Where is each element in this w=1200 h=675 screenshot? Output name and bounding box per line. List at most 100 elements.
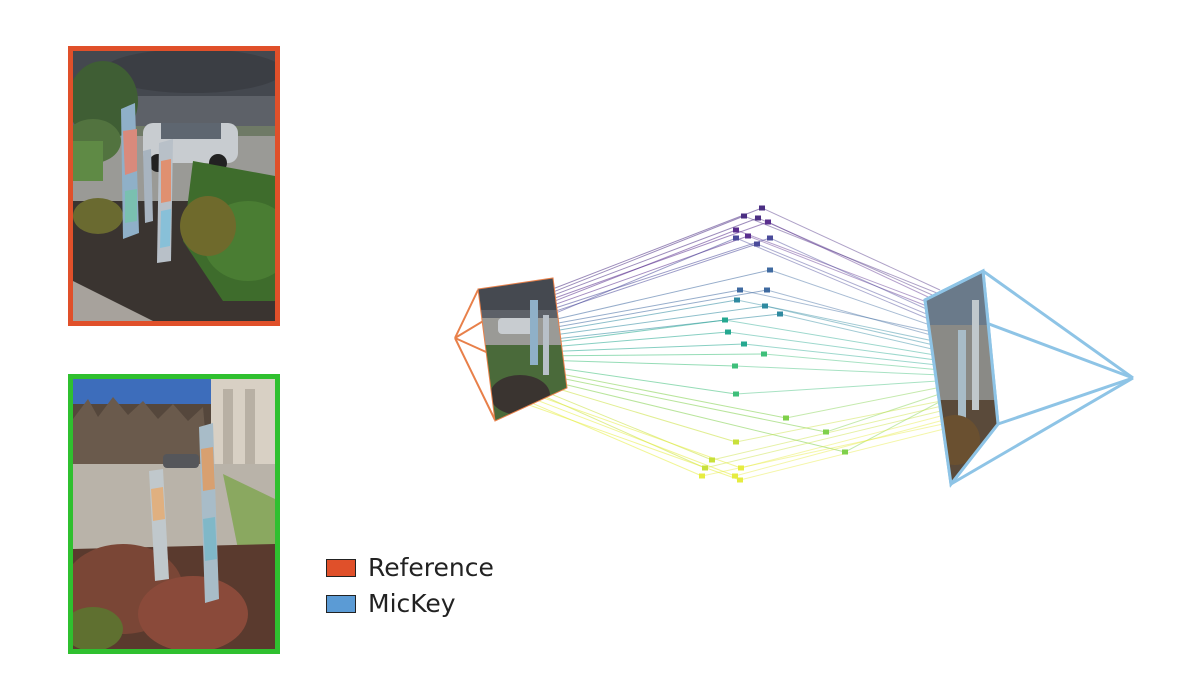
correspondence-line [757, 217, 942, 300]
correspondence-point [732, 363, 738, 369]
correspondence-point [725, 329, 731, 335]
correspondence-point [823, 429, 829, 435]
correspondence-line [532, 319, 726, 346]
correspondence-line [735, 379, 954, 395]
legend: Reference MicKey [326, 554, 494, 618]
correspondence-point [733, 235, 739, 241]
correspondence-line [766, 289, 948, 340]
correspondence-point [709, 457, 715, 463]
legend-item-mickey: MicKey [326, 590, 494, 618]
correspondence-line [769, 237, 945, 318]
correspondence-line [533, 313, 781, 342]
legend-swatch-reference [326, 559, 356, 577]
correspondence-line [761, 207, 941, 291]
correspondence-point [755, 215, 761, 221]
legend-label-mickey: MicKey [368, 589, 456, 618]
correspondence-point [734, 297, 740, 303]
correspondence-point [741, 341, 747, 347]
correspondence-point [745, 233, 751, 239]
correspondence-line [736, 299, 949, 345]
correspondence-line [548, 215, 745, 295]
correspondence-line [767, 221, 943, 304]
correspondence-line [735, 397, 957, 443]
correspondence-line [518, 388, 742, 469]
correspondence-points [699, 205, 848, 483]
correspondence-line [711, 402, 957, 461]
correspondence-line [735, 237, 946, 327]
correspondence-point [783, 415, 789, 421]
correspondence-point [738, 465, 744, 471]
correspondence-line [537, 289, 768, 331]
correspondence-point [764, 287, 770, 293]
correspondence-line [535, 299, 738, 335]
correspondence-line [540, 237, 737, 320]
correspondence-line [528, 353, 765, 357]
correspondence-line [545, 229, 737, 306]
correspondence-point [733, 391, 739, 397]
reference-photo-image [73, 51, 275, 321]
correspondence-line [515, 395, 703, 477]
legend-swatch-mickey [326, 595, 356, 613]
correspondence-line [525, 366, 787, 419]
reference-photo [68, 46, 280, 326]
correspondence-line [743, 215, 941, 295]
query-photo [68, 374, 280, 654]
correspondence-line [739, 289, 947, 336]
correspondence-line [747, 235, 944, 313]
correspondence-point [702, 465, 708, 471]
correspondence-point [765, 219, 771, 225]
query-photo-image [73, 379, 275, 649]
correspondence-point [737, 287, 743, 293]
correspondence-line [763, 353, 953, 372]
legend-item-reference: Reference [326, 554, 494, 582]
correspondence-line [517, 392, 736, 477]
correspondence-lines [514, 207, 961, 481]
correspondence-line [779, 313, 950, 354]
legend-label-reference: Reference [368, 553, 494, 582]
correspondence-line [727, 331, 951, 363]
correspondence-point [741, 213, 747, 219]
correspondence-line [531, 331, 729, 350]
correspondence-line [756, 243, 945, 322]
correspondence-line [523, 373, 846, 453]
correspondence-line [739, 424, 961, 481]
correspondence-line [844, 393, 956, 453]
correspondence-line [534, 305, 766, 339]
correspondence-line [825, 388, 955, 433]
correspondence-point [777, 311, 783, 317]
query-image-plane [923, 268, 1000, 488]
correspondence-line [538, 289, 741, 328]
correspondence-line [785, 384, 955, 419]
correspondence-line [743, 343, 952, 367]
correspondence-line [547, 217, 759, 298]
correspondence-point [722, 317, 728, 323]
correspondence-line [734, 365, 953, 376]
correspondence-line [519, 384, 706, 469]
correspondence-point [842, 449, 848, 455]
correspondence-line [724, 319, 951, 358]
correspondence-line [769, 269, 947, 331]
correspondence-line [539, 269, 771, 324]
correspondence-point [767, 235, 773, 241]
correspondence-point [732, 473, 738, 479]
correspondence-point [762, 303, 768, 309]
correspondence-point [767, 267, 773, 273]
correspondence-point [733, 227, 739, 233]
correspondence-line [740, 411, 959, 469]
correspondence-line [764, 305, 949, 349]
correspondence-line [704, 406, 958, 469]
correspondence-point [759, 205, 765, 211]
correspondence-line [549, 207, 763, 291]
correspondence-line [542, 237, 771, 313]
correspondence-line [543, 235, 749, 309]
correspondence-line [530, 343, 745, 353]
correspondence-line [701, 420, 960, 477]
correspondence-point [737, 477, 743, 483]
correspondence-line [524, 370, 827, 433]
correspondence-point [754, 241, 760, 247]
correspondence-line [735, 229, 943, 309]
correspondence-line [734, 415, 959, 477]
correspondence-point [699, 473, 705, 479]
correspondence-line [546, 221, 769, 302]
